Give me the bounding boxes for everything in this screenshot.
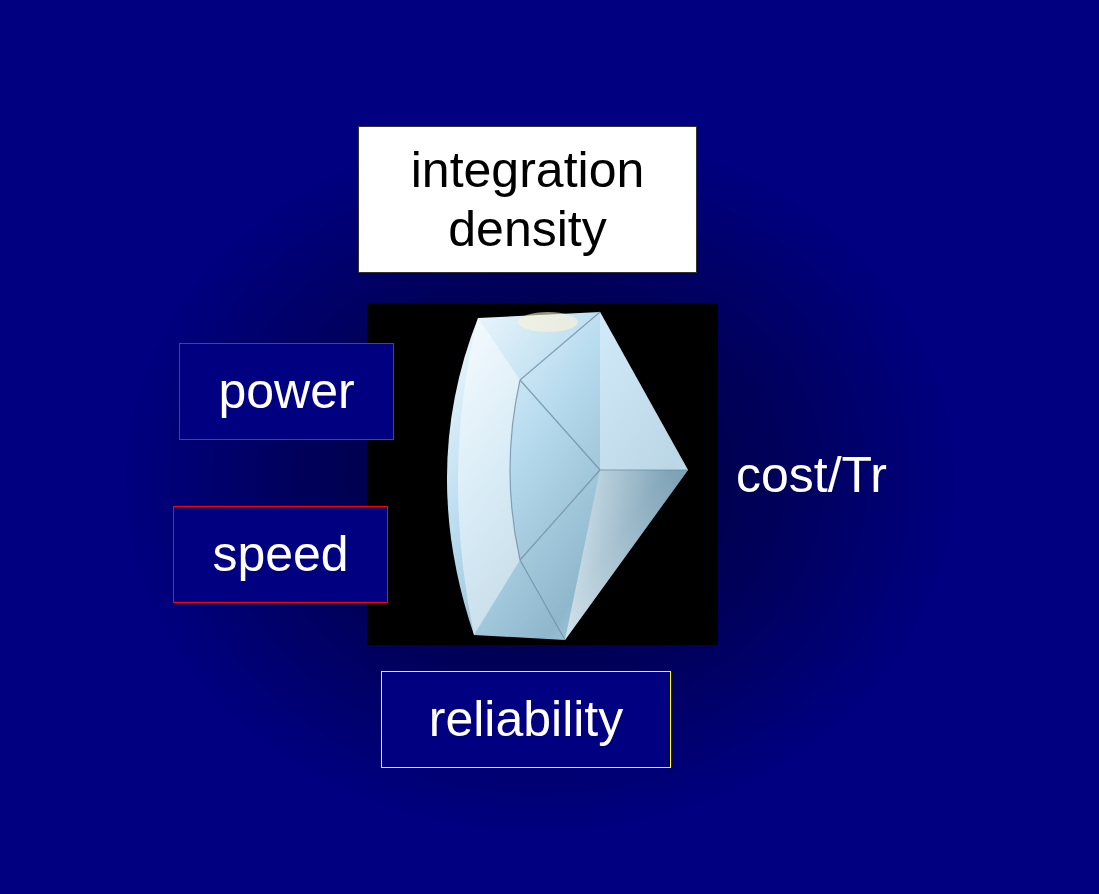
photo-background [367, 303, 718, 645]
gem-highlight [518, 312, 578, 332]
text-label: cost/Tr [736, 446, 887, 505]
gem-body [447, 312, 688, 640]
box-text: speed [212, 525, 348, 584]
box-text: reliability [429, 690, 624, 749]
box-text: power [218, 362, 354, 421]
gem-facet [600, 312, 688, 470]
gem-facet [565, 470, 688, 640]
gem-facet [458, 318, 520, 635]
yellow-outlined-box: reliability [381, 671, 671, 768]
white-text-box: integration density [358, 126, 697, 273]
red-outlined-box: speed [173, 506, 388, 603]
gem-facet-lines [510, 312, 688, 640]
red-outlined-box: power [179, 343, 394, 440]
box-text: integration density [378, 141, 678, 259]
